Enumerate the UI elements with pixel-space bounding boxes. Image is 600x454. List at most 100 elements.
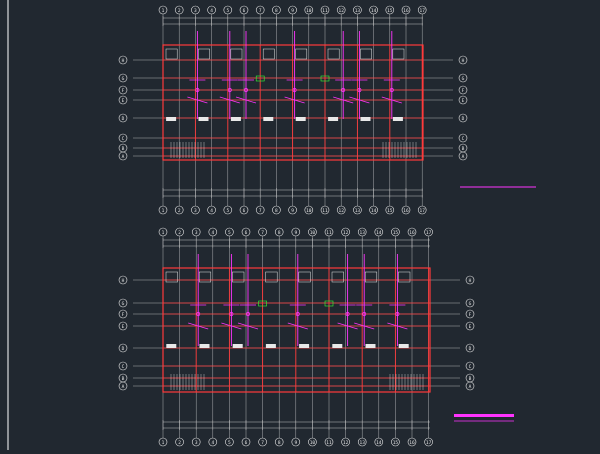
grid-bubble-label: 15 [393,230,399,236]
grid-bubble-top: 6 [239,5,249,15]
grid-bubble-label: D [462,116,465,122]
grid-bubble-label: 13 [359,440,365,446]
grid-bubble-left: E [118,95,128,105]
grid-bubble-top: 5 [223,5,233,15]
grid-bubble-label: 16 [403,208,409,214]
grid-bubble-label: E [122,324,125,330]
grid-bubble-label: 15 [387,208,393,214]
grid-bubble-label: 5 [228,440,231,446]
room-tag [263,117,274,121]
grid-bubble-top: 4 [207,5,216,15]
grid-bubble-label: 2 [178,8,181,14]
grid-bubble-left: G [118,298,128,308]
room-outline [398,271,411,283]
lower-plan-caption [454,414,514,422]
grid-bubble-label: 3 [195,230,198,236]
room-tag [199,344,210,348]
grid-bubble-label: 4 [211,230,214,236]
grid-bubble-left: H [118,275,128,285]
grid-bubble-label: 2 [178,208,181,214]
grid-bubble-top: 10 [304,5,314,15]
grid-bubble-left: D [118,343,128,353]
grid-bubble-label: H [122,278,125,284]
grid-bubble-top: 3 [191,227,201,237]
pipe-branch [284,96,305,104]
grid-bubble-bottom: 6 [241,437,251,447]
grid-bubble-bottom: 12 [336,205,346,215]
grid-bubble-label: 10 [310,440,316,446]
grid-bubble-bottom: 2 [175,437,184,447]
room-tag [230,117,241,121]
grid-bubble-bottom: 5 [225,437,234,447]
grid-bubble-label: 6 [243,8,246,14]
grid-bubble-label: E [469,324,472,330]
grid-bubble-bottom: 7 [255,205,265,215]
grid-bubble-label: C [462,136,465,142]
grid-bubble-top: 2 [174,5,184,15]
grid-bubble-left: C [118,133,128,143]
grid-bubble-label: 13 [355,208,361,214]
pipe-branch [349,96,370,104]
grid-bubble-label: 11 [326,230,332,236]
grid-bubble-label: 1 [162,440,165,446]
grid-bubble-top: 2 [175,227,184,237]
grid-bubble-label: 3 [194,8,197,14]
grid-bubble-top: 10 [308,227,317,237]
upper-floor-plan[interactable]: 1122334455667788991010111112121313141415… [118,5,468,215]
grid-bubble-left: G [118,73,128,83]
grid-bubble-label: 16 [409,440,415,446]
grid-bubble-bottom: 16 [407,437,417,447]
grid-bubble-label: 11 [322,8,328,14]
grid-bubble-left: D [118,113,128,123]
grid-bubble-label: 8 [275,208,278,214]
grid-bubble-bottom: 6 [239,205,249,215]
grid-bubble-label: B [462,146,465,152]
pipe-fitting [227,88,232,92]
grid-bubble-bottom: 4 [207,205,216,215]
pipe-branch [237,322,259,330]
grid-bubble-label: 14 [371,8,377,14]
room-outline [360,48,372,60]
grid-bubble-right: G [465,298,475,308]
grid-bubble-right: D [458,113,468,123]
grid-bubble-bottom: 13 [353,205,362,215]
grid-bubble-top: 5 [225,227,234,237]
grid-bubble-right: A [458,151,468,161]
grid-bubble-label: 17 [426,230,432,236]
grid-bubble-right: H [465,275,475,285]
pipe-fitting [195,88,200,92]
grid-bubble-bottom: 4 [208,437,218,447]
grid-bubble-label: 9 [291,8,294,14]
grid-bubble-top: 1 [158,5,168,15]
grid-bubble-bottom: 13 [357,437,367,447]
grid-bubble-top: 17 [424,227,433,237]
grid-bubble-bottom: 12 [341,437,350,447]
room-tag [365,344,376,348]
grid-bubble-top: 14 [374,227,384,237]
grid-bubble-label: A [122,154,125,160]
grid-bubble-label: C [122,136,125,142]
room-tag [295,117,306,121]
grid-bubble-label: 8 [275,8,278,14]
grid-bubble-top: 11 [320,5,330,15]
grid-bubble-left: C [118,361,128,371]
grid-bubble-label: 14 [371,208,377,214]
grid-bubble-label: B [122,376,125,382]
grid-bubble-bottom: 9 [291,437,301,447]
grid-bubble-left: A [118,151,128,161]
room-outline [295,48,308,60]
room-outline [232,271,245,283]
grid-bubble-label: 4 [211,440,214,446]
grid-bubble-top: 1 [158,227,168,237]
grid-bubble-label: 11 [326,440,332,446]
grid-bubble-top: 6 [241,227,251,237]
pipe-branch [337,322,358,330]
grid-bubble-label: 13 [359,230,365,236]
grid-bubble-bottom: 3 [191,205,200,215]
grid-bubble-right: D [465,343,475,353]
lower-floor-plan[interactable]: 1122334455667788991010111112121313141415… [118,227,475,447]
grid-bubble-bottom: 14 [374,437,384,447]
room-outline [198,48,210,60]
